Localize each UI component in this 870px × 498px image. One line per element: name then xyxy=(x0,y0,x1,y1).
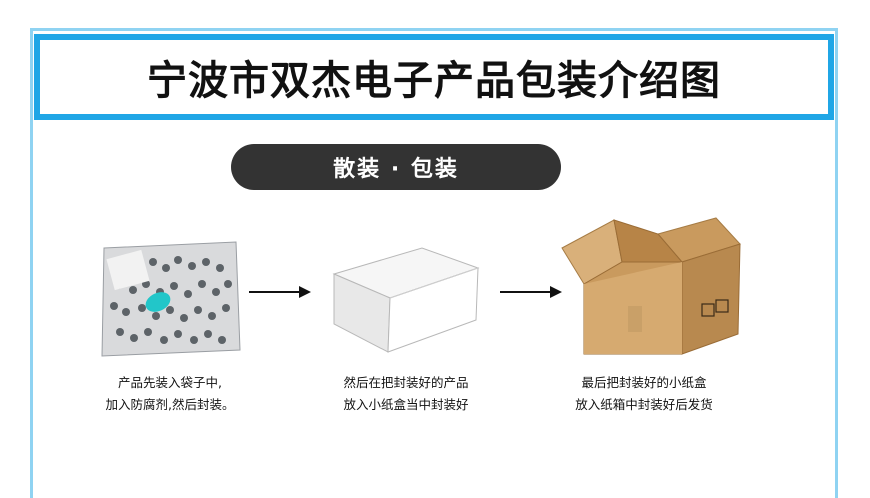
caption-line: 加入防腐剂,然后封装。 xyxy=(105,397,235,412)
caption-line: 然后在把封装好的产品 xyxy=(343,375,469,390)
step-caption: 最后把封装好的小纸盒 放入纸箱中封装好后发货 xyxy=(544,372,744,416)
title-inner: 宁波市双杰电子产品包装介绍图 xyxy=(40,40,828,114)
caption-line: 最后把封装好的小纸盒 xyxy=(581,375,707,390)
caption-line: 产品先装入袋子中, xyxy=(118,375,222,390)
title-banner: 宁波市双杰电子产品包装介绍图 xyxy=(34,34,834,120)
cardboard-box-icon xyxy=(561,217,741,355)
content-frame xyxy=(30,28,838,498)
step-caption: 产品先装入袋子中, 加入防腐剂,然后封装。 xyxy=(70,372,270,416)
caption-line: 放入小纸盒当中封装好 xyxy=(343,397,469,412)
caption-line: 放入纸箱中封装好后发货 xyxy=(575,397,713,412)
white-box-icon xyxy=(332,247,480,353)
step-caption: 然后在把封装好的产品 放入小纸盒当中封装好 xyxy=(306,372,506,416)
section-label: 散装 · 包装 xyxy=(333,157,459,182)
arrow-right-icon xyxy=(500,286,562,298)
page-title: 宁波市双杰电子产品包装介绍图 xyxy=(147,58,721,104)
bag-of-parts-icon xyxy=(101,241,241,357)
arrow-right-icon xyxy=(249,286,311,298)
section-label-pill: 散装 · 包装 xyxy=(231,144,561,190)
